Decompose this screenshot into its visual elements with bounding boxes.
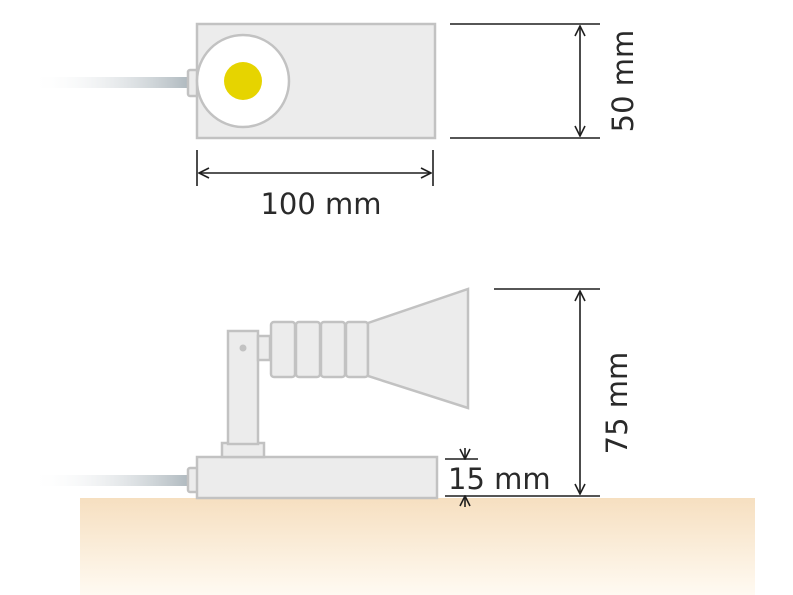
top-view-cable [30,77,190,88]
top-width-label: 100 mm [260,187,381,221]
top-view: 50 mm 100 mm [30,22,640,221]
bracket-screw-icon [239,344,247,352]
side-view-cable [30,475,190,486]
top-height-label: 50 mm [606,30,640,133]
side-height-label: 75 mm [600,352,634,455]
lamp-cooling-fin-1 [269,320,297,379]
side-view-base-housing [195,455,439,500]
lamp-cooling-fin-4 [344,320,370,379]
led-icon [224,62,262,100]
side-view: 75 mm 15 mm [30,287,755,595]
base-height-label: 15 mm [448,462,551,496]
lamp-reflector-cone [366,287,470,410]
lamp-cooling-fin-3 [319,320,347,379]
lamp-cooling-fin-2 [294,320,322,379]
ground-surface [80,498,755,595]
lamp-pivot [256,334,272,362]
